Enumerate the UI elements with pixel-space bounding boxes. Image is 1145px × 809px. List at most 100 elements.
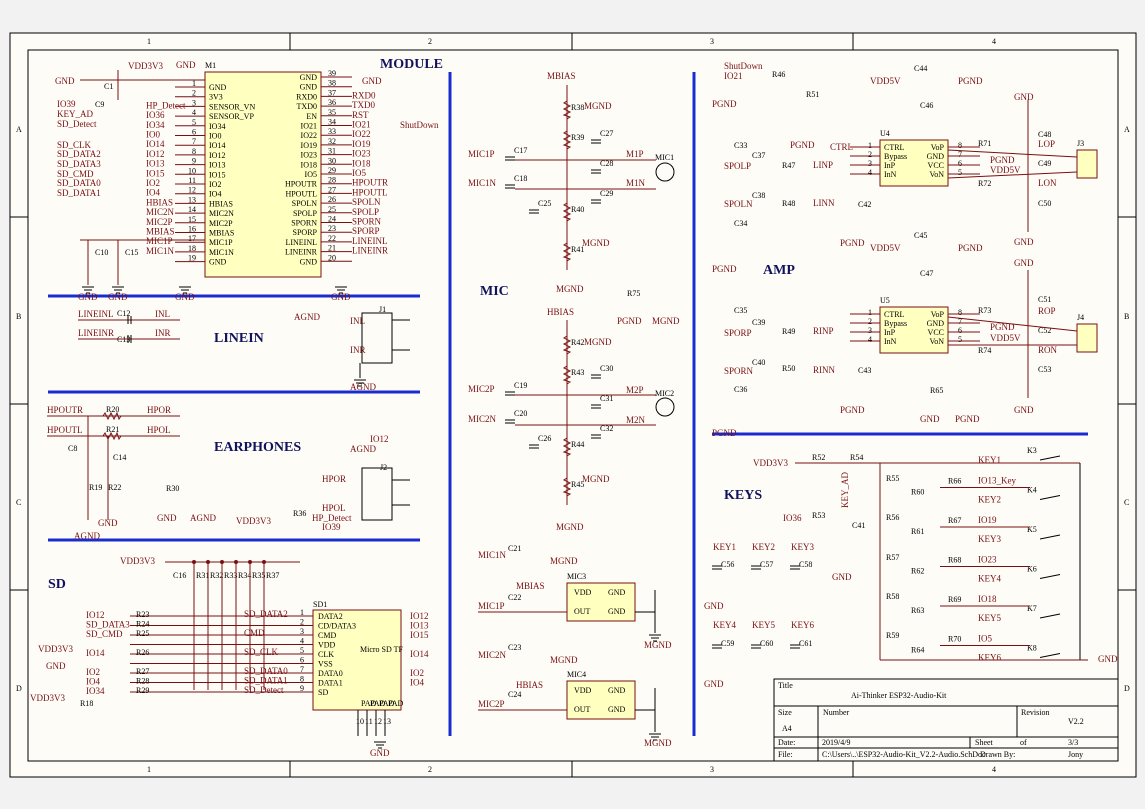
module-pin-name: IO18 — [301, 160, 317, 169]
module-pin-num: 18 — [188, 244, 196, 253]
module-pin-net: IO13 — [146, 159, 165, 169]
amp-gnd: PGND — [958, 76, 983, 86]
amp-j3-ref: J3 — [1077, 139, 1084, 148]
module-pin-net: IO36 — [146, 110, 165, 120]
tb-file-label: File: — [778, 750, 793, 759]
module-pin-num: 10 — [188, 166, 196, 175]
mic2-ref: MIC2 — [655, 389, 674, 398]
amp-res: R46 — [772, 70, 785, 79]
module-pin-num: 14 — [188, 205, 196, 214]
module-pin-num: 36 — [328, 98, 336, 107]
module-pin-num: 31 — [328, 147, 336, 156]
mic4-gnd2: GND — [608, 705, 626, 714]
mic4-net-bias: HBIAS — [516, 680, 543, 690]
sd-pullup: R32 — [210, 571, 223, 580]
sd-pad-label: PAD — [379, 699, 394, 708]
sd-pin-num: 6 — [300, 656, 304, 665]
amp-cap: C36 — [734, 385, 747, 394]
mic4-mgnd-b: MGND — [644, 738, 672, 748]
key-cap: C58 — [799, 560, 812, 569]
mic1-res: R39 — [571, 133, 584, 142]
mic-block: MBIAS HBIAS MIC1 M1P M1N MIC1P MIC1N MIC… — [468, 71, 680, 748]
sd-io: IO12 — [86, 610, 105, 620]
sd-pin-name: CMD — [318, 631, 336, 640]
sd-pin-num: 5 — [300, 646, 304, 655]
module-cap-c10: C10 — [95, 248, 108, 257]
module-pin-name: IO4 — [209, 190, 221, 199]
sd-pullup: R37 — [266, 571, 279, 580]
ear-r19: R19 — [89, 483, 102, 492]
amp-pin-num-r: 5 — [958, 335, 962, 344]
module-pin-net: RST — [352, 110, 369, 120]
module-pin-name: IO22 — [301, 131, 317, 140]
sd-pad-label: PAD — [361, 699, 376, 708]
keys-cap: C41 — [852, 521, 865, 530]
mic4-c23: C23 — [508, 643, 521, 652]
module-pin-num: 25 — [328, 205, 336, 214]
module-pin-num: 13 — [188, 195, 196, 204]
col-label-2b: 2 — [428, 765, 432, 774]
module-pin-num: 19 — [188, 254, 196, 263]
mic2-res: R44 — [571, 440, 584, 449]
key-res: R53 — [812, 511, 825, 520]
section-module: MODULE — [380, 57, 443, 72]
module-pin-num: 4 — [192, 108, 196, 117]
module-pin-num: 15 — [188, 215, 196, 224]
ear-detect: HP_Detect — [312, 513, 352, 523]
sd-vdd-2: VDD3V3 — [38, 644, 73, 654]
mic-mgnd-5: MGND — [584, 337, 612, 347]
module-pin-num: 17 — [188, 234, 196, 243]
linein-inr: INR — [350, 345, 366, 355]
mic4-ref: MIC4 — [567, 670, 586, 679]
amp-res: R72 — [978, 179, 991, 188]
mic-mgnd-1: MGND — [652, 316, 680, 326]
module-ref: M1 — [205, 61, 216, 70]
amp-cap: C38 — [752, 191, 765, 200]
amp-gnd: PGND — [990, 155, 1015, 165]
module-pin-name: IO5 — [305, 170, 317, 179]
sd-net: SD_DATA2 — [244, 609, 288, 619]
amp-pin-l: InP — [884, 161, 896, 170]
amp-cap: C35 — [734, 306, 747, 315]
sd-net: SD_DATA0 — [244, 666, 288, 676]
mic3-c21: C21 — [508, 544, 521, 553]
tb-drawn-label: Drawn By: — [980, 750, 1015, 759]
sd-res: R28 — [136, 677, 149, 686]
module-pin-num: 5 — [192, 118, 196, 127]
mic-mgnd-2: MGND — [584, 101, 612, 111]
title-block: Title Ai-Thinker ESP32-Audio-Kit Size A4… — [773, 678, 1119, 762]
tb-title-label: Title — [778, 681, 793, 690]
key-switch: K6 — [1027, 565, 1037, 574]
amp-pin-r: VoP — [931, 310, 945, 319]
section-mic: MIC — [480, 284, 509, 299]
mic1-ref: MIC1 — [655, 153, 674, 162]
linein-out-inl: INL — [155, 309, 170, 319]
amp-cap: C46 — [920, 101, 933, 110]
sd-pad-num: 11 — [365, 717, 373, 726]
mic3-net-1n: MIC1N — [478, 550, 507, 560]
module-pin-net: MIC2P — [146, 217, 173, 227]
tb-sheet: 3/3 — [1068, 738, 1078, 747]
amp-cap: C48 — [1038, 130, 1051, 139]
section-sd: SD — [48, 577, 66, 592]
mic1-cap: C17 — [514, 146, 527, 155]
mic4-chip — [566, 680, 636, 720]
sd-io: IO4 — [86, 677, 100, 687]
col-label-3b: 3 — [710, 765, 714, 774]
module-pin-num: 12 — [188, 186, 196, 195]
sd-io: IO14 — [86, 648, 105, 658]
module-pin-name: HBIAS — [209, 199, 233, 208]
key-io: IO19 — [978, 515, 997, 525]
amp-res: R74 — [978, 346, 991, 355]
ear-gnd-1: GND — [98, 518, 118, 528]
key-io: IO13_Key — [978, 476, 1016, 486]
mic4-out: OUT — [574, 705, 591, 714]
linein-net-l: LINEINL — [78, 309, 114, 319]
keys-block: VDD3V3 KEY_AD IO36 C41 GND GND K3KEY1K4K… — [704, 446, 1118, 689]
module-pin-num: 11 — [188, 176, 196, 185]
mic3-gnd2: GND — [608, 607, 626, 616]
amp-u4-ref: U4 — [880, 129, 890, 138]
ear-net-l: HPOUTL — [47, 425, 83, 435]
amp-pin-num-r: 5 — [958, 168, 962, 177]
amp-pin-num-r: 8 — [958, 308, 962, 317]
